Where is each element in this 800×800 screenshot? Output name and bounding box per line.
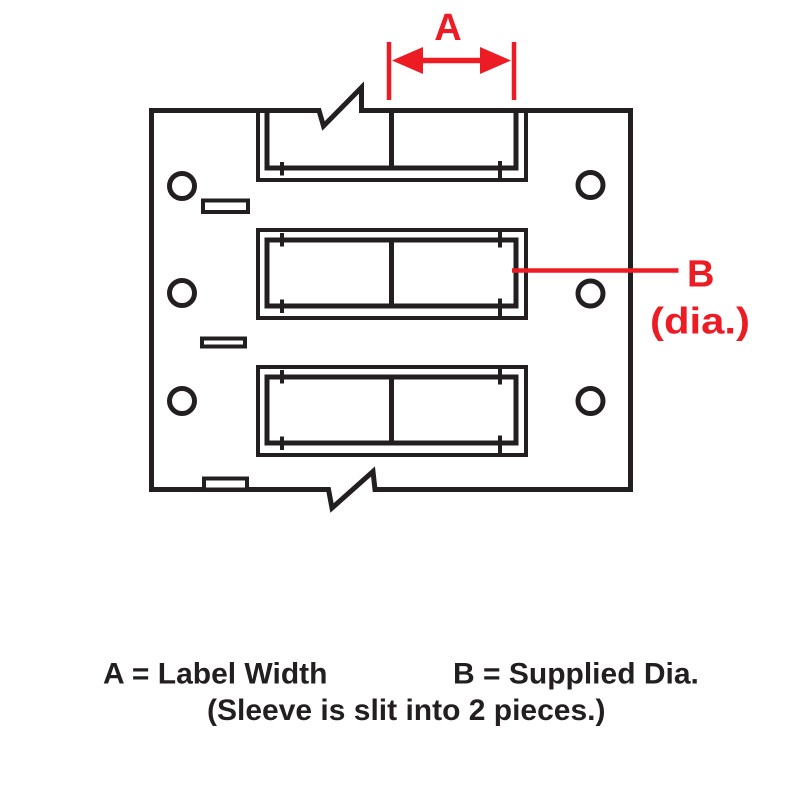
- dimension-labels: A B (dia.): [392, 7, 750, 342]
- sleeve-row-top: [256, 108, 528, 182]
- linework: [149, 81, 633, 513]
- dimension-lines: [386, 42, 679, 273]
- registration-slot: [201, 198, 250, 214]
- feed-hole: [575, 170, 606, 200]
- caption-b-definition: B = Supplied Dia.: [453, 658, 699, 691]
- sleeve-row-bottom: [256, 365, 528, 457]
- caption-a-definition: A = Label Width: [103, 658, 327, 691]
- dim-a-label: A: [434, 7, 461, 49]
- feed-hole: [167, 278, 197, 308]
- caption: A = Label Width B = Supplied Dia. (Sleev…: [103, 658, 699, 728]
- dim-a-arrowhead-right: [480, 47, 511, 74]
- dim-b-label: B: [687, 254, 714, 296]
- feed-hole: [167, 171, 197, 201]
- carrier-card-outline: [149, 81, 633, 513]
- registration-slot: [202, 476, 249, 492]
- dim-a-arrowhead-left: [392, 47, 423, 74]
- sleeve-outer-cut: [256, 365, 528, 457]
- sleeve-row-middle: [256, 228, 528, 320]
- caption-slit-note: (Sleeve is slit into 2 pieces.): [207, 694, 606, 727]
- sleeve-outer-cut: [256, 228, 528, 320]
- feed-hole: [167, 386, 197, 416]
- sleeve-outer-cut: [256, 108, 528, 182]
- feed-hole: [575, 278, 606, 309]
- registration-slot: [200, 336, 247, 349]
- dim-b-dia-label: (dia.): [650, 301, 750, 342]
- feed-hole: [575, 386, 606, 416]
